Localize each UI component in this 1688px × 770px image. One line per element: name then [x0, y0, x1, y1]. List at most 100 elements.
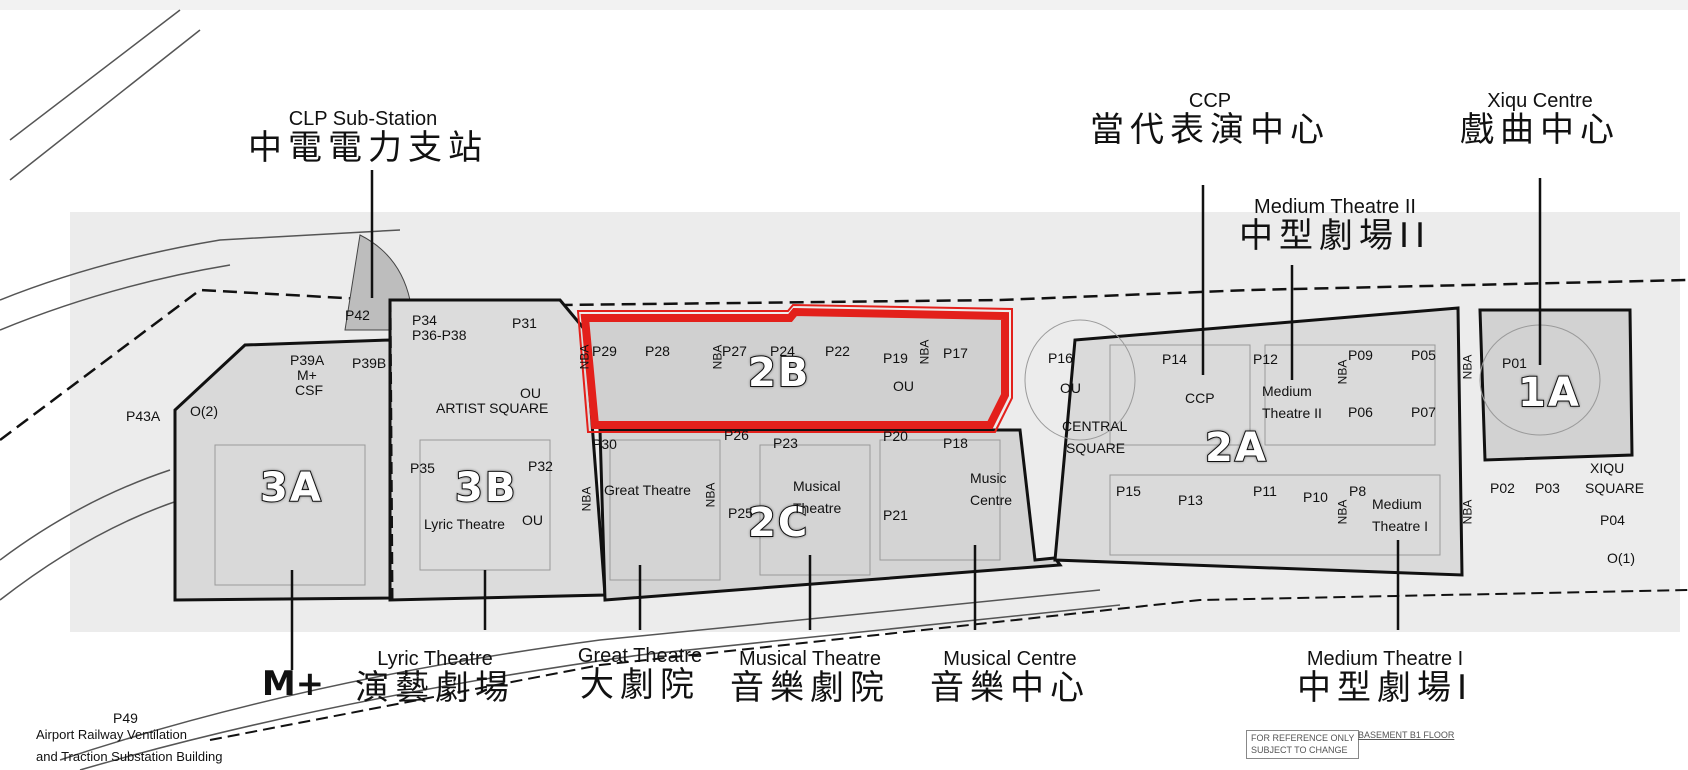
great-en: Great Theatre — [577, 645, 703, 667]
plan-p02: P02 — [1490, 480, 1515, 496]
plan-artist-square: ARTIST SQUARE — [436, 400, 549, 416]
plan-p29: P29 — [592, 343, 617, 359]
plan-ou-4: OU — [1060, 380, 1081, 396]
plan-p32: P32 — [528, 458, 553, 474]
musical-centre-callout: Musical Centre 音樂中心 — [920, 648, 1100, 707]
plan-nba-7: NBA — [1460, 354, 1475, 380]
airport-line1: Airport Railway Ventilation — [36, 727, 188, 742]
plan-xiqu2: SQUARE — [1585, 480, 1645, 496]
zone-1a-label: 1A — [1517, 369, 1581, 417]
plan-p09: P09 — [1348, 347, 1373, 363]
zone-3b-outline — [388, 298, 607, 602]
plan-p23: P23 — [773, 435, 798, 451]
mplus-callout: M+ — [261, 664, 325, 704]
zone-2a-outline — [1053, 306, 1464, 577]
ccp-callout: CCP 當代表演中心 — [1090, 90, 1330, 149]
plan-p39a: P39A — [290, 352, 325, 368]
plan-p14: P14 — [1162, 351, 1187, 367]
lyric-en: Lyric Theatre — [377, 648, 493, 670]
great-callout: Great Theatre 大劇院 — [550, 645, 730, 704]
plan-p18: P18 — [943, 435, 968, 451]
plan-mplus-csf1: M+ — [297, 367, 317, 383]
medium2-zh: 中型劇場II — [1238, 216, 1432, 256]
plan-nba-2: NBA — [710, 344, 725, 370]
plan-p11: P11 — [1253, 483, 1277, 499]
musical-theatre-callout: Musical Theatre 音樂劇院 — [720, 648, 900, 707]
boundary-line — [209, 589, 1688, 741]
plan-p36-p38: P36-P38 — [412, 327, 467, 343]
zone-3b-label: 3B — [454, 464, 518, 512]
plan-p24: P24 — [770, 343, 795, 359]
plan-lyric-small: Lyric Theatre — [424, 516, 505, 532]
plan-p17: P17 — [943, 345, 968, 361]
zone-outlines — [173, 298, 1634, 602]
plan-nba-5: NBA — [703, 482, 718, 508]
plan-p49: P49 — [113, 710, 138, 726]
zone-3a-outline — [173, 338, 392, 602]
plan-central2: SQUARE — [1066, 440, 1126, 456]
plan-p43a: P43A — [126, 408, 161, 424]
reference-line2: SUBJECT TO CHANGE — [1251, 744, 1348, 755]
plan-p25: P25 — [728, 505, 753, 521]
zone-2b-highlight — [580, 307, 1009, 429]
reference-note: FOR REFERENCE ONLY SUBJECT TO CHANGE — [1246, 730, 1360, 760]
zone-1a-outline — [1478, 308, 1634, 462]
plan-nba-9: NBA — [1460, 499, 1475, 525]
musical-theatre-en: Musical Theatre — [739, 648, 881, 670]
plan-p21: P21 — [883, 507, 908, 523]
plan-xiqu1: XIQU — [1590, 460, 1625, 476]
plan-central1: CENTRAL — [1062, 418, 1128, 434]
top-band — [0, 0, 1688, 10]
plan-o1: O(1) — [1607, 550, 1635, 566]
medium2-en: Medium Theatre II — [1254, 196, 1416, 218]
reference-line1: FOR REFERENCE ONLY — [1251, 733, 1355, 743]
plan-p26: P26 — [724, 427, 749, 443]
medium1-callout: Medium Theatre I 中型劇場I — [1275, 648, 1495, 707]
plan-p31: P31 — [512, 315, 537, 331]
callout-lines — [290, 170, 1542, 670]
plan-p06: P06 — [1348, 404, 1373, 420]
zone-2c-label: 2C — [747, 499, 810, 547]
medium1-en: Medium Theatre I — [1306, 648, 1464, 670]
plan-ccp-small: CCP — [1185, 390, 1215, 406]
zone-2b-label: 2B — [747, 349, 811, 397]
plan-p10: P10 — [1303, 489, 1328, 505]
floor-note: BASEMENT B1 FLOOR — [1358, 730, 1455, 740]
ccp-zh: 當代表演中心 — [1090, 110, 1330, 150]
zone-2c-outline — [598, 428, 1063, 602]
plan-mt1-small1: Medium — [1372, 496, 1422, 512]
plan-p03: P03 — [1535, 480, 1560, 496]
ccp-en: CCP — [1188, 90, 1232, 112]
plan-nba-4: NBA — [579, 486, 594, 512]
airport-callout: Airport Railway Ventilation and Traction… — [36, 727, 223, 765]
plan-p35: P35 — [410, 460, 435, 476]
plan-nba-6: NBA — [1335, 359, 1350, 385]
plan-nba-3: NBA — [917, 339, 932, 365]
lyric-zh: 演藝劇場 — [355, 668, 515, 708]
great-zh: 大劇院 — [580, 665, 700, 705]
plan-p27: P27 — [722, 343, 747, 359]
plan-p01: P01 — [1502, 355, 1527, 371]
clp-callout: CLP Sub-Station 中電電力支站 — [248, 108, 482, 167]
airport-line2: and Traction Substation Building — [36, 749, 223, 765]
medium2-callout: Medium Theatre II 中型劇場II — [1215, 196, 1455, 255]
plan-p20: P20 — [883, 428, 908, 444]
plan-p13: P13 — [1178, 492, 1203, 508]
plan-mt1-small2: Theatre I — [1372, 518, 1429, 534]
xiqu-zh: 戲曲中心 — [1460, 110, 1620, 150]
plan-musical-small2: Theatre — [793, 500, 842, 516]
zone-3a-label: 3A — [259, 464, 323, 512]
xiqu-en: Xiqu Centre — [1487, 90, 1593, 112]
plan-p07: P07 — [1411, 404, 1436, 420]
xiqu-callout: Xiqu Centre 戲曲中心 — [1440, 90, 1640, 149]
plan-p04: P04 — [1600, 512, 1625, 528]
plan-mt2-small2: Theatre II — [1262, 405, 1322, 421]
plan-mplus-csf2: CSF — [295, 382, 323, 398]
plan-p8: P8 — [1349, 483, 1367, 499]
plan-p19: P19 — [883, 350, 908, 366]
plan-o2: O(2) — [190, 403, 218, 419]
plan-ou-2: OU — [522, 512, 543, 528]
road-lines — [0, 9, 1121, 770]
plan-nba-1: NBA — [577, 344, 592, 370]
